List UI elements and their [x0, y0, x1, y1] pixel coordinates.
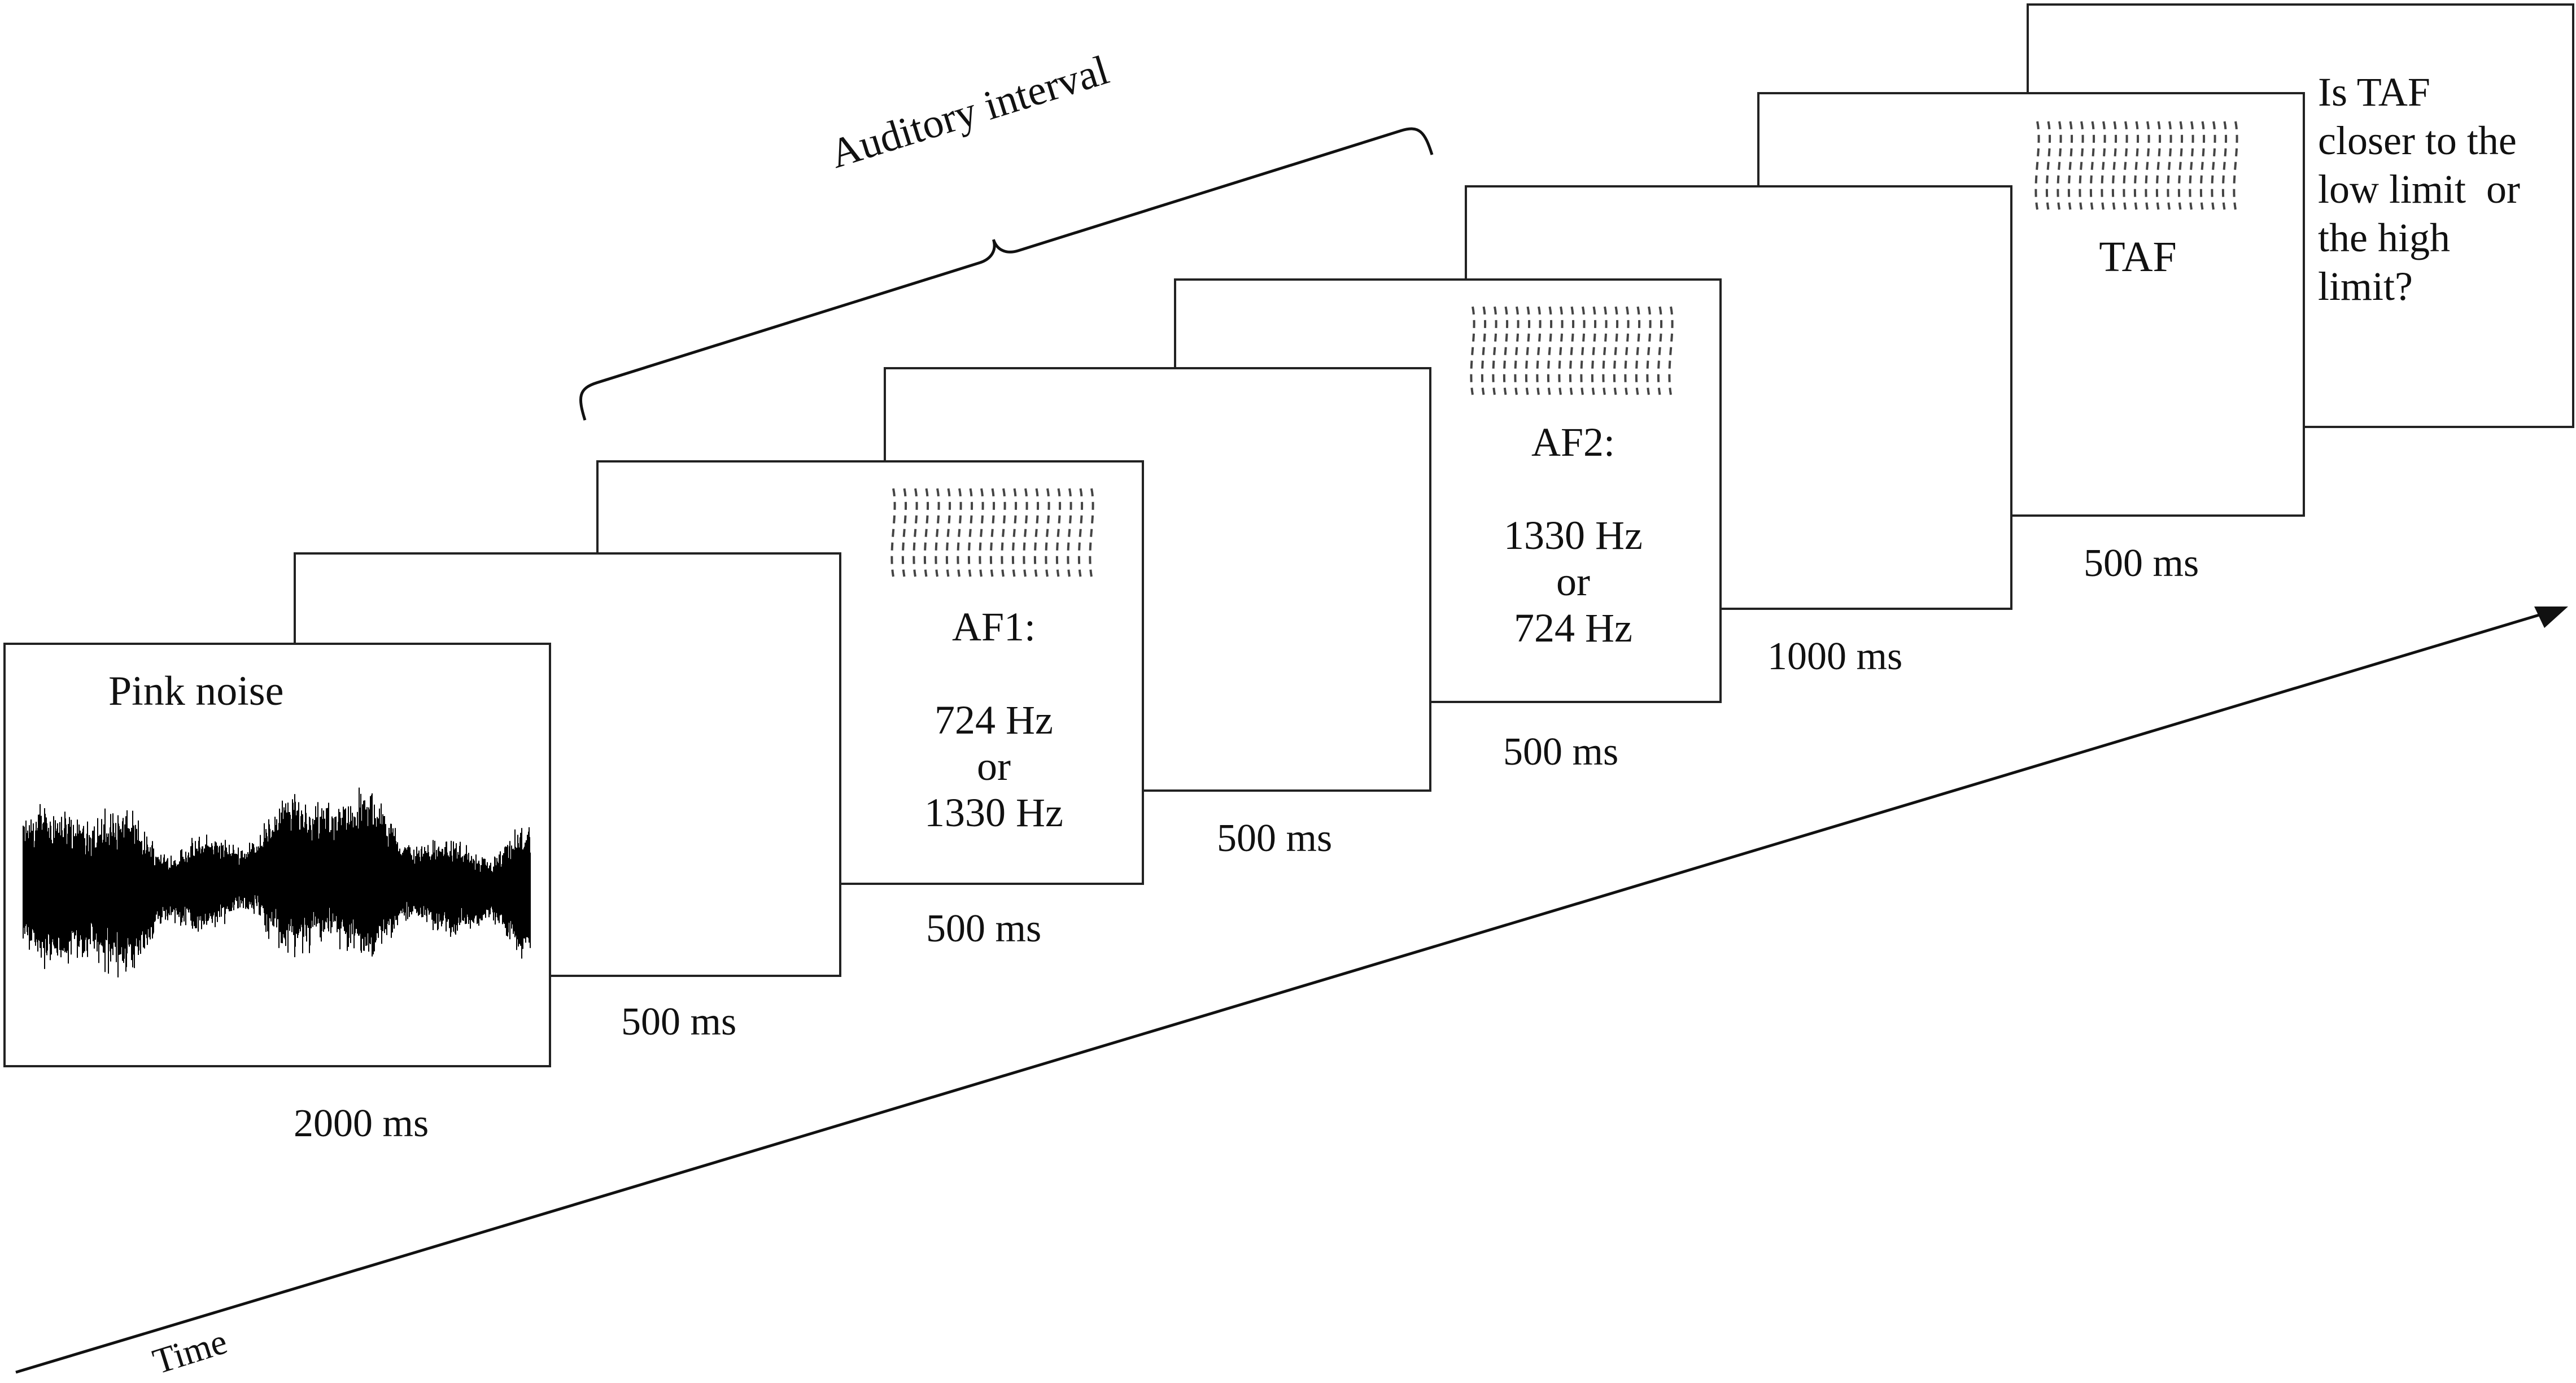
- af2-title: AF2:: [1531, 420, 1616, 465]
- question-line4: the high: [2318, 215, 2450, 260]
- af2-line3: 724 Hz: [1514, 605, 1632, 651]
- duration-af1: 500 ms: [926, 907, 1042, 950]
- question-line5: limit?: [2318, 264, 2413, 309]
- af1-title: AF1:: [951, 604, 1036, 649]
- duration-pink-noise: 2000 ms: [294, 1102, 429, 1145]
- frame-pink-noise: Pink noise: [3, 643, 551, 1067]
- wave-pattern-icon: [890, 488, 1094, 577]
- taf-title: TAF: [2099, 233, 2177, 281]
- af2-line1: 1330 Hz: [1504, 513, 1643, 558]
- time-label: Time: [148, 1321, 232, 1382]
- question-line2: closer to the: [2318, 118, 2517, 163]
- wave-pattern-icon: [2034, 121, 2238, 210]
- duration-blank-1: 500 ms: [621, 1000, 737, 1044]
- af2-line2: or: [1556, 559, 1590, 604]
- pink-noise-title: Pink noise: [108, 668, 284, 714]
- af1-line1: 724 Hz: [935, 697, 1053, 743]
- question-line1: Is TAF: [2318, 69, 2430, 115]
- waveform-icon: [23, 787, 531, 978]
- af1-line2: or: [977, 744, 1011, 789]
- duration-taf: 500 ms: [2084, 542, 2199, 585]
- af1-line3: 1330 Hz: [924, 790, 1063, 835]
- auditory-interval-label: Auditory interval: [824, 46, 1115, 178]
- duration-blank-3: 1000 ms: [1767, 635, 1903, 678]
- duration-af2: 500 ms: [1503, 730, 1619, 774]
- question-line3: low limit or: [2318, 167, 2520, 212]
- duration-blank-2: 500 ms: [1217, 817, 1333, 860]
- wave-pattern-icon: [1470, 306, 1674, 395]
